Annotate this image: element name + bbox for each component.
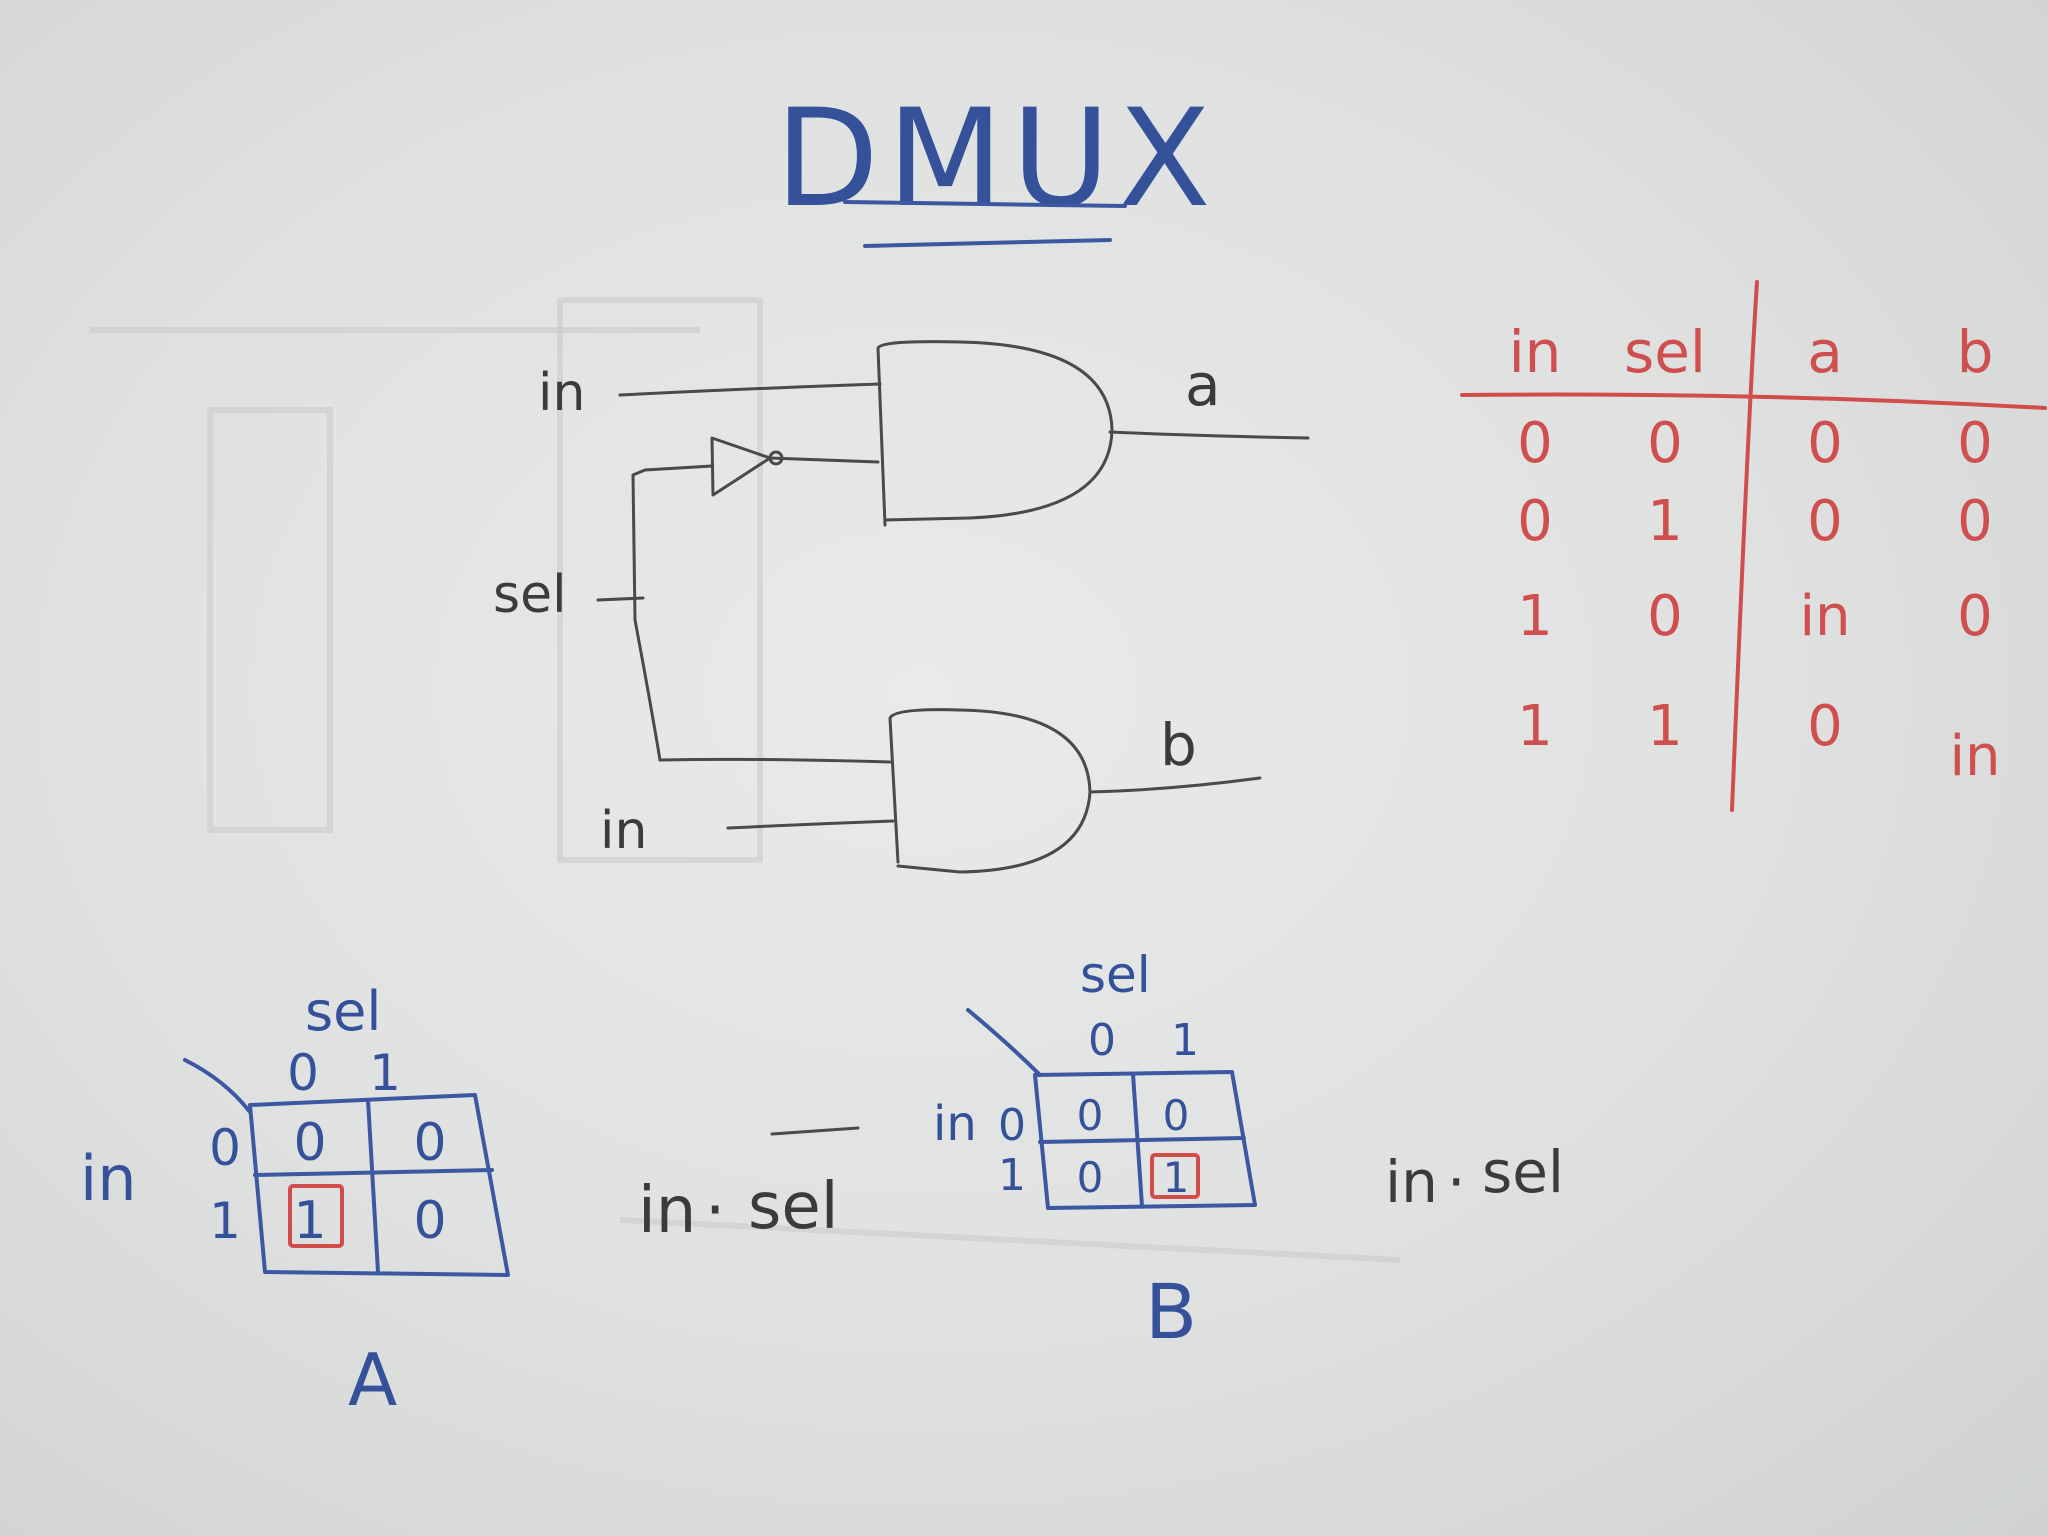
truth-table-header-a: a (1807, 318, 1843, 386)
wire-and-a-output (1108, 430, 1310, 440)
kmap-b-corner-slash (966, 1008, 1042, 1077)
expression-b: in · sel (1385, 1138, 1564, 1216)
kmap-b-row-header-0: 0 (998, 1100, 1026, 1151)
erased-marks (90, 297, 1401, 1263)
kmap-b-col-header-0: 0 (1088, 1015, 1116, 1066)
and-gate-b (888, 708, 1092, 874)
truth-table-divider (1730, 280, 1759, 812)
and-gate-a (876, 340, 1114, 527)
kmap-a-col-header-0: 0 (287, 1044, 319, 1102)
kmap-a-col-header-1: 1 (369, 1044, 401, 1102)
truth-table-header-in: in (1509, 318, 1562, 386)
truth-table-cell-r0-c1: 0 (1647, 411, 1683, 476)
truth-table-cell-r1-c2: 0 (1807, 489, 1843, 554)
truth-table-cell-r1-c0: 0 (1517, 489, 1553, 554)
kmap-b-label: B (1145, 1267, 1197, 1356)
kmap-b-cell-r0-c1: 0 (1163, 1091, 1190, 1140)
wire-in-to-and-a (618, 382, 882, 397)
kmap-b-col-var: sel (1080, 946, 1151, 1004)
truth-table-header-line (1460, 392, 2047, 410)
wire-sel-vertical (631, 473, 662, 762)
kmap-a-cell-r1-c1: 0 (413, 1191, 446, 1251)
truth-table-cell-r2-c1: 0 (1647, 584, 1683, 649)
kmap-b-cell-r1-c1: 1 (1163, 1153, 1190, 1202)
kmap-a-grid-vline (366, 1098, 380, 1274)
truth-table-cell-r2-c0: 1 (1517, 584, 1553, 649)
kmap-a-col-var: sel (305, 980, 381, 1043)
input-sel-label: sel (493, 565, 567, 625)
kmap-a-row-header-0: 0 (209, 1119, 241, 1177)
expression-a: in · sel (638, 1126, 860, 1248)
expression-a-right: sel (748, 1170, 839, 1244)
wire-sel-stub (596, 596, 645, 602)
expression-b-dot: · (1447, 1148, 1465, 1216)
truth-table-cell-r3-c3: in (1949, 724, 2000, 789)
expression-a-overbar (770, 1126, 860, 1136)
kmap-a-row-var: in (80, 1142, 137, 1215)
title-underline-2 (863, 238, 1112, 248)
wire-in-to-and-b (726, 819, 895, 830)
kmap-b-cell-r1-c0: 0 (1077, 1153, 1104, 1202)
kmap-b-grid-hline (1038, 1136, 1246, 1144)
wire-not-to-and-a (768, 456, 880, 464)
page-title: DMUX (775, 80, 1219, 237)
truth-table-cell-r0-c3: 0 (1957, 411, 1993, 476)
truth-table-cell-r3-c2: 0 (1807, 694, 1843, 759)
truth-table-cell-r2-c3: 0 (1957, 584, 1993, 649)
kmap-b-highlight-box (1150, 1153, 1200, 1199)
kmap-b-grid-vline (1131, 1072, 1144, 1208)
output-b-label: b (1160, 711, 1197, 779)
not-gate-bubble (768, 450, 784, 466)
kmap-b-cell-r0-c0: 0 (1077, 1091, 1104, 1140)
kmap-a-grid-outline (248, 1093, 510, 1277)
expression-a-left: in (638, 1174, 696, 1248)
circuit-diagram: in sel in a b (493, 340, 1310, 874)
expression-a-dot: · (705, 1174, 725, 1248)
title-group: DMUX (775, 80, 1219, 248)
input-in-top-label: in (538, 363, 585, 423)
kmap-b-row-header-1: 1 (998, 1150, 1026, 1201)
kmap-b-grid-outline (1033, 1070, 1257, 1210)
wire-sel-to-and-b (658, 757, 892, 764)
truth-table-cell-r3-c0: 1 (1517, 694, 1553, 759)
truth-table-header-b: b (1957, 318, 1994, 386)
kmap-b-col-header-1: 1 (1171, 1015, 1199, 1066)
not-gate (710, 436, 772, 497)
truth-table-cell-r3-c1: 1 (1647, 694, 1683, 759)
output-a-label: a (1185, 351, 1221, 419)
kmap-a-row-header-1: 1 (209, 1192, 241, 1250)
truth-table-cell-r1-c1: 1 (1647, 489, 1683, 554)
kmap-a-cell-r1-c0: 1 (293, 1191, 326, 1251)
input-in-bottom-label: in (600, 801, 647, 861)
wire-sel-to-not (631, 464, 714, 477)
wire-and-b-output (1088, 776, 1262, 794)
title-underline-1 (843, 200, 1127, 208)
kmap-a-label: A (348, 1338, 397, 1422)
expression-b-right: sel (1482, 1138, 1564, 1206)
expression-b-left: in (1385, 1148, 1438, 1216)
kmap-b-row-var: in (933, 1096, 977, 1152)
kmap-a-corner-slash (183, 1058, 252, 1114)
truth-table-cell-r2-c2: in (1799, 584, 1850, 649)
truth-table-cell-r0-c2: 0 (1807, 411, 1843, 476)
kmap-a-cell-r0-c1: 0 (413, 1113, 446, 1173)
truth-table-cell-r0-c0: 0 (1517, 411, 1553, 476)
truth-table-header-sel: sel (1624, 318, 1706, 386)
truth-table-cell-r1-c3: 0 (1957, 489, 1993, 554)
kmap-a-highlight-box (288, 1184, 344, 1248)
kmap-a-cell-r0-c0: 0 (293, 1113, 326, 1173)
